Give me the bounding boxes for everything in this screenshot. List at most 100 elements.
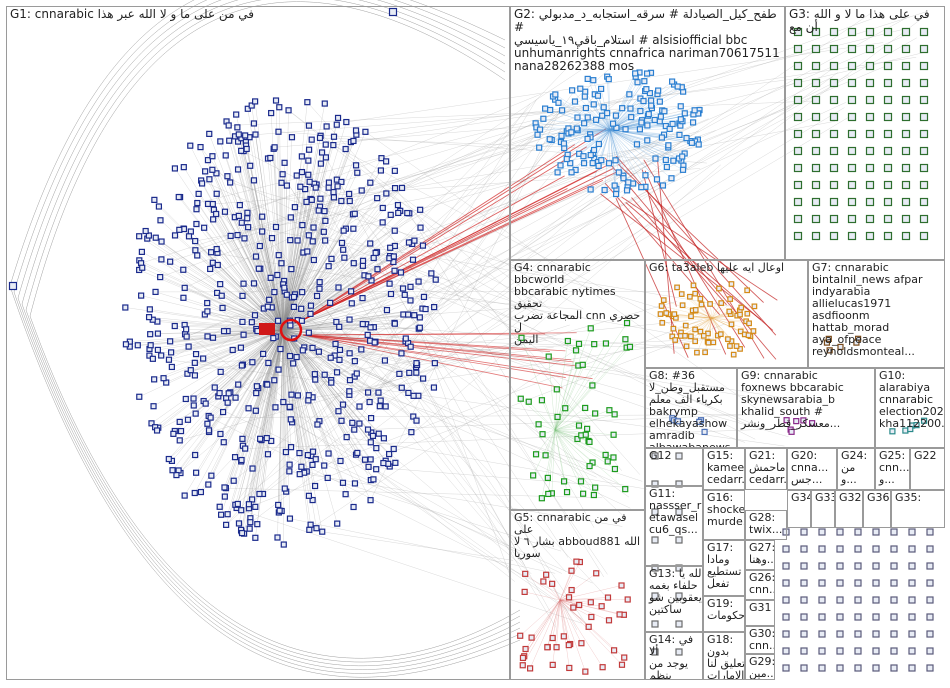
group-label-g5: G5: cnnarabic في من على بشار ٦ لا abboud… [514, 512, 644, 560]
node-small-grid [819, 546, 825, 552]
node-small-grid [927, 648, 933, 654]
node-small-grid [801, 563, 807, 569]
group-panel-g31: G31 [745, 600, 775, 626]
group-panel-g9: G9: cnnarabic foxnews bbcarabic skynewsa… [737, 368, 875, 448]
group-label-g9: G9: cnnarabic foxnews bbcarabic skynewsa… [741, 370, 844, 430]
group-panel-g11: G11: nassser_r etawasel cu6_qs... [645, 486, 703, 566]
node-small-grid [783, 597, 789, 603]
node-small-grid [891, 563, 897, 569]
group-label-g28: G28: twix... [749, 512, 782, 536]
node-small-grid [801, 648, 807, 654]
group-label-g16: G16: shocker murde... [707, 492, 745, 528]
group-label-g36: G36 [867, 492, 890, 504]
node-small-grid [783, 580, 789, 586]
node-small-grid [873, 580, 879, 586]
group-panel-g18: G18: بدون تعليق لنا الامارات pro_ge... ا… [703, 632, 745, 680]
node-small-grid [783, 665, 789, 671]
node-small-grid [873, 563, 879, 569]
group-panel-g32: G32: [835, 490, 863, 528]
group-label-g27: G27: وهنا... [749, 542, 775, 566]
group-panel-g8: G8: #36 مستقبل_وطن_لا بكرياء الف معلم ba… [645, 368, 737, 448]
node-small-grid [873, 631, 879, 637]
node-small-grid [909, 665, 915, 671]
node-small-grid [855, 546, 861, 552]
node-small-grid [819, 580, 825, 586]
node-small-grid [927, 597, 933, 603]
node-small-grid [819, 597, 825, 603]
group-panel-g30: G30: cnn... [745, 626, 775, 654]
group-panel-g10: G10: alarabiya cnnarabic election202 kha… [875, 368, 945, 448]
node-small-grid [837, 563, 843, 569]
group-panel-g21: G21: ماحمش... cedarr... [745, 448, 787, 490]
node-small-grid [909, 648, 915, 654]
node-small-grid [801, 665, 807, 671]
group-label-g2: G2: طفح_كيل_الصيادلة # سرقه_استجابه_د_مد… [514, 8, 784, 73]
group-label-g22: G22 [914, 450, 937, 462]
group-panel-g34: G34: [787, 490, 811, 528]
node-small-grid [837, 648, 843, 654]
node-small-grid [909, 614, 915, 620]
node-small-grid [891, 614, 897, 620]
node-small-grid [873, 597, 879, 603]
node-small-grid [873, 529, 879, 535]
group-panel-g22: G22 [910, 448, 945, 490]
node-small-grid [909, 631, 915, 637]
node-small-grid [837, 631, 843, 637]
group-panel-g5: G5: cnnarabic في من على بشار ٦ لا abboud… [510, 510, 645, 680]
group-panel-g7: G7: cnnarabic bintalnil_news afpar indya… [808, 260, 945, 368]
node-small-grid [909, 563, 915, 569]
group-label-g26: G26: cnn... [749, 572, 775, 596]
node-small-grid [891, 665, 897, 671]
node-small-grid [819, 563, 825, 569]
node-small-grid [909, 529, 915, 535]
group-label-g24: G24: من و... [841, 450, 867, 486]
node-small-grid [801, 529, 807, 535]
group-label-g35: G35: [895, 492, 921, 504]
node-small-grid [873, 665, 879, 671]
group-panel-g27: G27: وهنا... [745, 540, 775, 570]
node-small-grid [927, 665, 933, 671]
group-panel-g35: G35: [891, 490, 945, 528]
group-panel-g26: G26: cnn... [745, 570, 775, 600]
node-small-grid [855, 529, 861, 535]
node-small-grid [783, 648, 789, 654]
group-panel-g3: G3: في على هذا ما لا و الله أن مع [785, 6, 945, 260]
node-small-grid [855, 597, 861, 603]
group-label-g1: G1: cnnarabic في من على ما و لا الله عبر… [10, 8, 254, 21]
node-small-grid [855, 665, 861, 671]
node-small-grid [909, 546, 915, 552]
node-small-grid [927, 546, 933, 552]
group-label-g7: G7: cnnarabic bintalnil_news afpar indya… [812, 262, 944, 358]
group-label-g18: G18: بدون تعليق لنا الامارات pro_ge... ا… [707, 634, 745, 680]
node-small-grid [837, 597, 843, 603]
group-panel-g24: G24: من و... [837, 448, 875, 490]
group-panel-g13: G13: لله يا حلفاء بغمه يعقوبين شو ساكتين [645, 566, 703, 632]
node-small-grid [855, 648, 861, 654]
node-small-grid [819, 665, 825, 671]
group-label-g34: G34: [791, 492, 811, 504]
node-small-grid [783, 563, 789, 569]
group-panel-g20: G20: cnna... جس... [787, 448, 837, 490]
group-label-g32: G32: [839, 492, 863, 504]
node-small-grid [819, 529, 825, 535]
node-small-grid [837, 546, 843, 552]
node-small-grid [801, 580, 807, 586]
group-panel-g19: G19: حكومات [703, 596, 745, 632]
node-small-grid [873, 546, 879, 552]
node-small-grid [927, 563, 933, 569]
node-small-grid [801, 546, 807, 552]
group-panel-g17: G17: ومادا تستطيع تفعل [703, 540, 745, 596]
group-panel-g33: G33: [811, 490, 835, 528]
node-small-grid [837, 529, 843, 535]
group-label-g20: G20: cnna... جس... [791, 450, 828, 486]
group-label-g12: G12 [649, 450, 672, 462]
node-small-grid [855, 631, 861, 637]
group-panel-g1: G1: cnnarabic في من على ما و لا الله عبر… [6, 6, 510, 680]
group-panel-g12: G12 [645, 448, 703, 486]
node-small-grid [855, 614, 861, 620]
group-panel-g6: G6: ta3aleb اوعال ايه عليها [645, 260, 808, 368]
node-small-grid [927, 631, 933, 637]
node-small-grid [783, 631, 789, 637]
node-small-grid [837, 665, 843, 671]
node-small-grid [927, 529, 933, 535]
